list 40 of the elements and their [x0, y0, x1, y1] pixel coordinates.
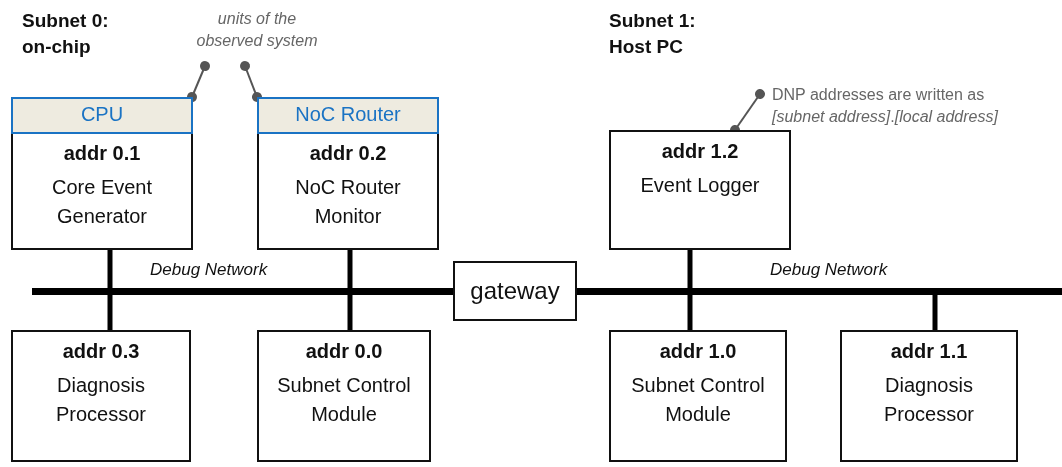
module-name: Subnet Control Module [276, 373, 412, 427]
annotation-text: DNP addresses are written as [subnet address].[local address] [760, 84, 1036, 128]
address-label: addr 0.2 [309, 142, 387, 165]
module-name: Diagnosis Processor [883, 373, 975, 427]
module-box [609, 130, 791, 250]
module-box [840, 330, 1018, 462]
network-label: Debug Network [150, 260, 268, 280]
connector-line [347, 295, 353, 330]
address-label: addr 1.1 [890, 340, 968, 363]
module-name: Diagnosis Processor [55, 373, 147, 427]
module-name: Core Event Generator [50, 175, 154, 229]
annotation-text: units of the observed system [192, 8, 322, 66]
gateway-box [453, 261, 577, 321]
connector-line [107, 250, 113, 288]
network-label: Debug Network [770, 260, 888, 280]
module-box [257, 97, 439, 250]
leader-line [187, 61, 210, 102]
address-label: addr 0.1 [63, 142, 141, 165]
unit-header: CPU [11, 97, 193, 134]
module-box [609, 330, 787, 462]
address-label: addr 0.3 [62, 340, 140, 363]
address-label: addr 1.2 [661, 140, 739, 163]
module-name: Event Logger [639, 173, 761, 198]
address-label: addr 0.0 [305, 340, 383, 363]
connector-line [347, 250, 353, 288]
unit-header: NoC Router [257, 97, 439, 134]
address-label: addr 1.0 [659, 340, 737, 363]
module-name: NoC Router Monitor [294, 175, 402, 229]
leader-line [240, 61, 262, 102]
module-box [11, 97, 193, 250]
connector-line [932, 295, 938, 330]
module-name: Subnet Control Module [630, 373, 766, 427]
subnet-heading: Subnet 0: on-chip [22, 9, 110, 59]
connector-line [107, 295, 113, 330]
connector-line [687, 250, 693, 288]
module-box [11, 330, 191, 462]
module-box [257, 330, 431, 462]
subnet-heading: Subnet 1: Host PC [609, 9, 697, 59]
gateway-label: gateway [470, 276, 560, 306]
connector-line [687, 295, 693, 330]
